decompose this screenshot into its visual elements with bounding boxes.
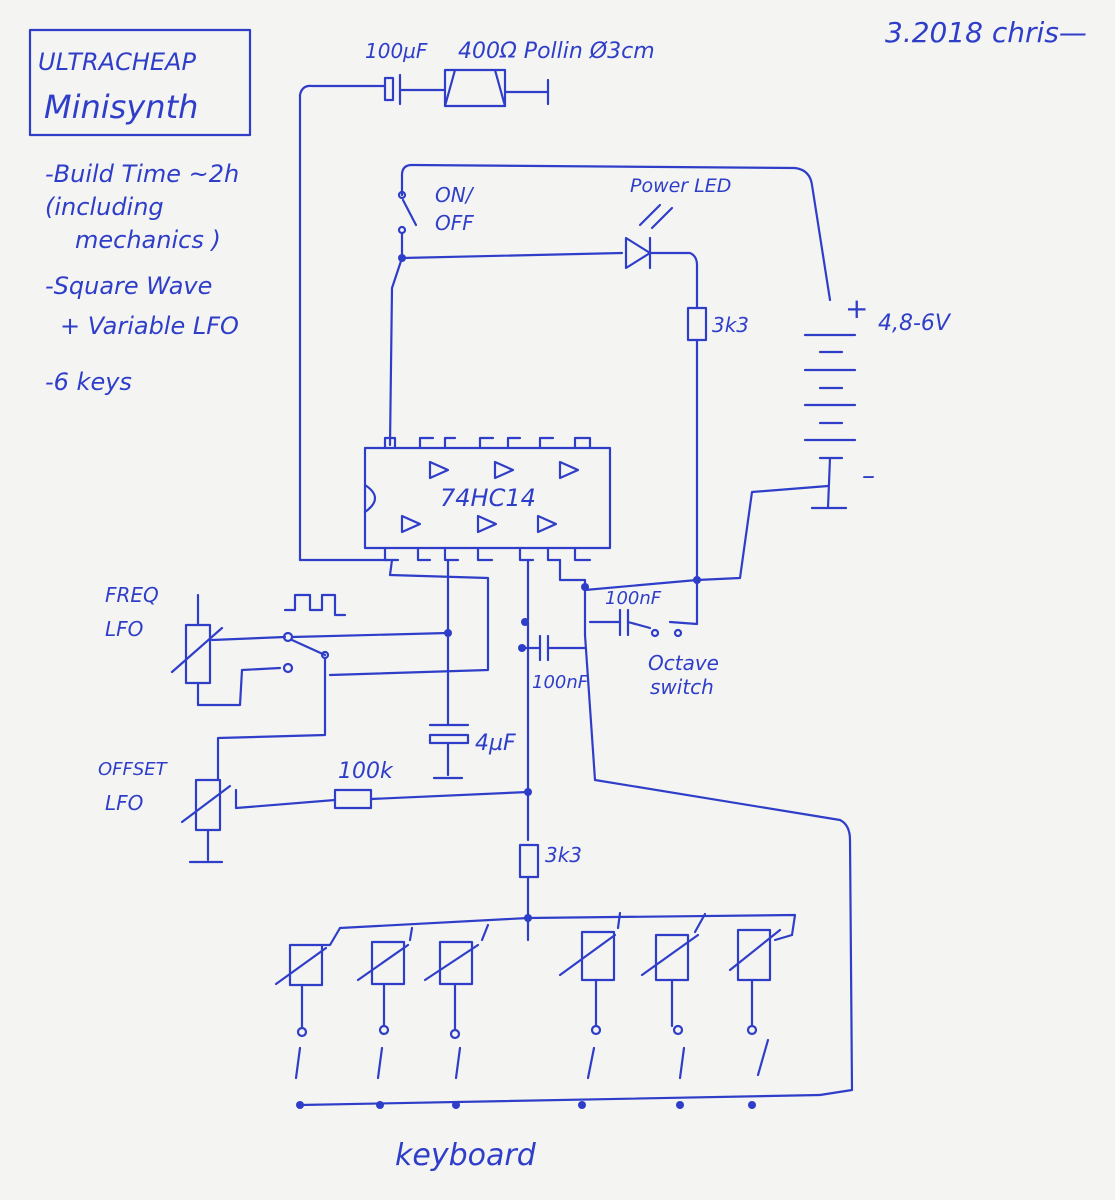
ic-wiring: 100nF Octave switch 100nF bbox=[298, 558, 854, 1097]
label-octave-switch-2: switch bbox=[650, 675, 714, 699]
label-r-keys: 3k3 bbox=[545, 843, 582, 867]
notes-block: -Build Time ~2h (including mechanics ) -… bbox=[45, 160, 239, 396]
output-capacitor bbox=[383, 76, 395, 102]
label-octave-switch-1: Octave bbox=[648, 651, 719, 675]
key-resistor bbox=[518, 843, 540, 879]
note-square-wave: -Square Wave bbox=[45, 272, 212, 300]
label-offset-lfo-2: LFO bbox=[105, 791, 143, 815]
freq-lfo-potentiometer bbox=[184, 623, 212, 685]
label-freq-lfo-2: LFO bbox=[105, 617, 143, 641]
label-r-led: 3k3 bbox=[712, 313, 749, 337]
label-offset-lfo-1: OFFSET bbox=[98, 759, 169, 780]
label-on-off-2: OFF bbox=[435, 211, 474, 235]
battery-section: + 4,8-6V – bbox=[695, 292, 952, 582]
label-cap-out: 100µF bbox=[365, 39, 428, 63]
speaker-icon bbox=[443, 68, 507, 108]
freq-lfo-section: FREQ LFO bbox=[105, 583, 450, 782]
ic-74hc14: 74HC14 bbox=[363, 436, 612, 562]
note-including: (including bbox=[45, 193, 164, 221]
label-battery-voltage: 4,8-6V bbox=[878, 311, 952, 336]
lfo-capacitor-section: 4µF bbox=[428, 723, 516, 780]
power-switch-icon bbox=[401, 198, 418, 227]
key-1 bbox=[274, 926, 342, 1109]
note-mechanics: mechanics ) bbox=[75, 226, 221, 254]
label-keyboard: keyboard bbox=[395, 1138, 537, 1173]
label-power-led: Power LED bbox=[630, 175, 731, 197]
offset-lfo-potentiometer bbox=[194, 778, 222, 832]
date-author: 3.2018 chris— bbox=[885, 16, 1087, 49]
label-r-offset: 100k bbox=[338, 759, 394, 784]
waveform-switch-icon bbox=[290, 638, 327, 657]
title-line-2: Minisynth bbox=[44, 88, 198, 126]
label-cap-octave: 100nF bbox=[605, 588, 662, 609]
power-section: ON/ OFF Power LED 3k3 bbox=[388, 163, 832, 582]
label-speaker: 400Ω Pollin Ø3cm bbox=[458, 39, 655, 64]
offset-lfo-section: OFFSET LFO 100k bbox=[98, 759, 532, 864]
label-cap-main: 100nF bbox=[532, 672, 589, 693]
offset-resistor bbox=[333, 788, 373, 810]
title-block: ULTRACHEAP Minisynth bbox=[28, 28, 252, 137]
label-battery-plus: + bbox=[845, 292, 868, 325]
label-ic: 74HC14 bbox=[440, 484, 536, 512]
led-resistor bbox=[686, 306, 708, 342]
key-2 bbox=[356, 926, 414, 1109]
output-section: 100µF 400Ω Pollin Ø3cm bbox=[298, 39, 655, 562]
note-keys: -6 keys bbox=[45, 368, 132, 396]
square-wave-icon bbox=[283, 593, 347, 617]
label-on-off-1: ON/ bbox=[435, 183, 475, 207]
note-build-time: -Build Time ~2h bbox=[45, 160, 239, 188]
key-3 bbox=[423, 923, 490, 1109]
key-6 bbox=[728, 928, 794, 1109]
label-cap-lfo: 4µF bbox=[475, 731, 516, 756]
keyboard-section: keyboard bbox=[274, 911, 822, 1173]
key-5 bbox=[640, 912, 707, 1109]
note-variable-lfo: + Variable LFO bbox=[60, 312, 239, 340]
label-battery-minus: – bbox=[862, 461, 875, 491]
power-led-icon bbox=[624, 236, 652, 270]
label-freq-lfo-1: FREQ bbox=[105, 583, 159, 607]
key-resistor-section: 3k3 bbox=[338, 843, 797, 942]
key-4 bbox=[558, 911, 622, 1109]
title-line-1: ULTRACHEAP bbox=[38, 48, 196, 76]
